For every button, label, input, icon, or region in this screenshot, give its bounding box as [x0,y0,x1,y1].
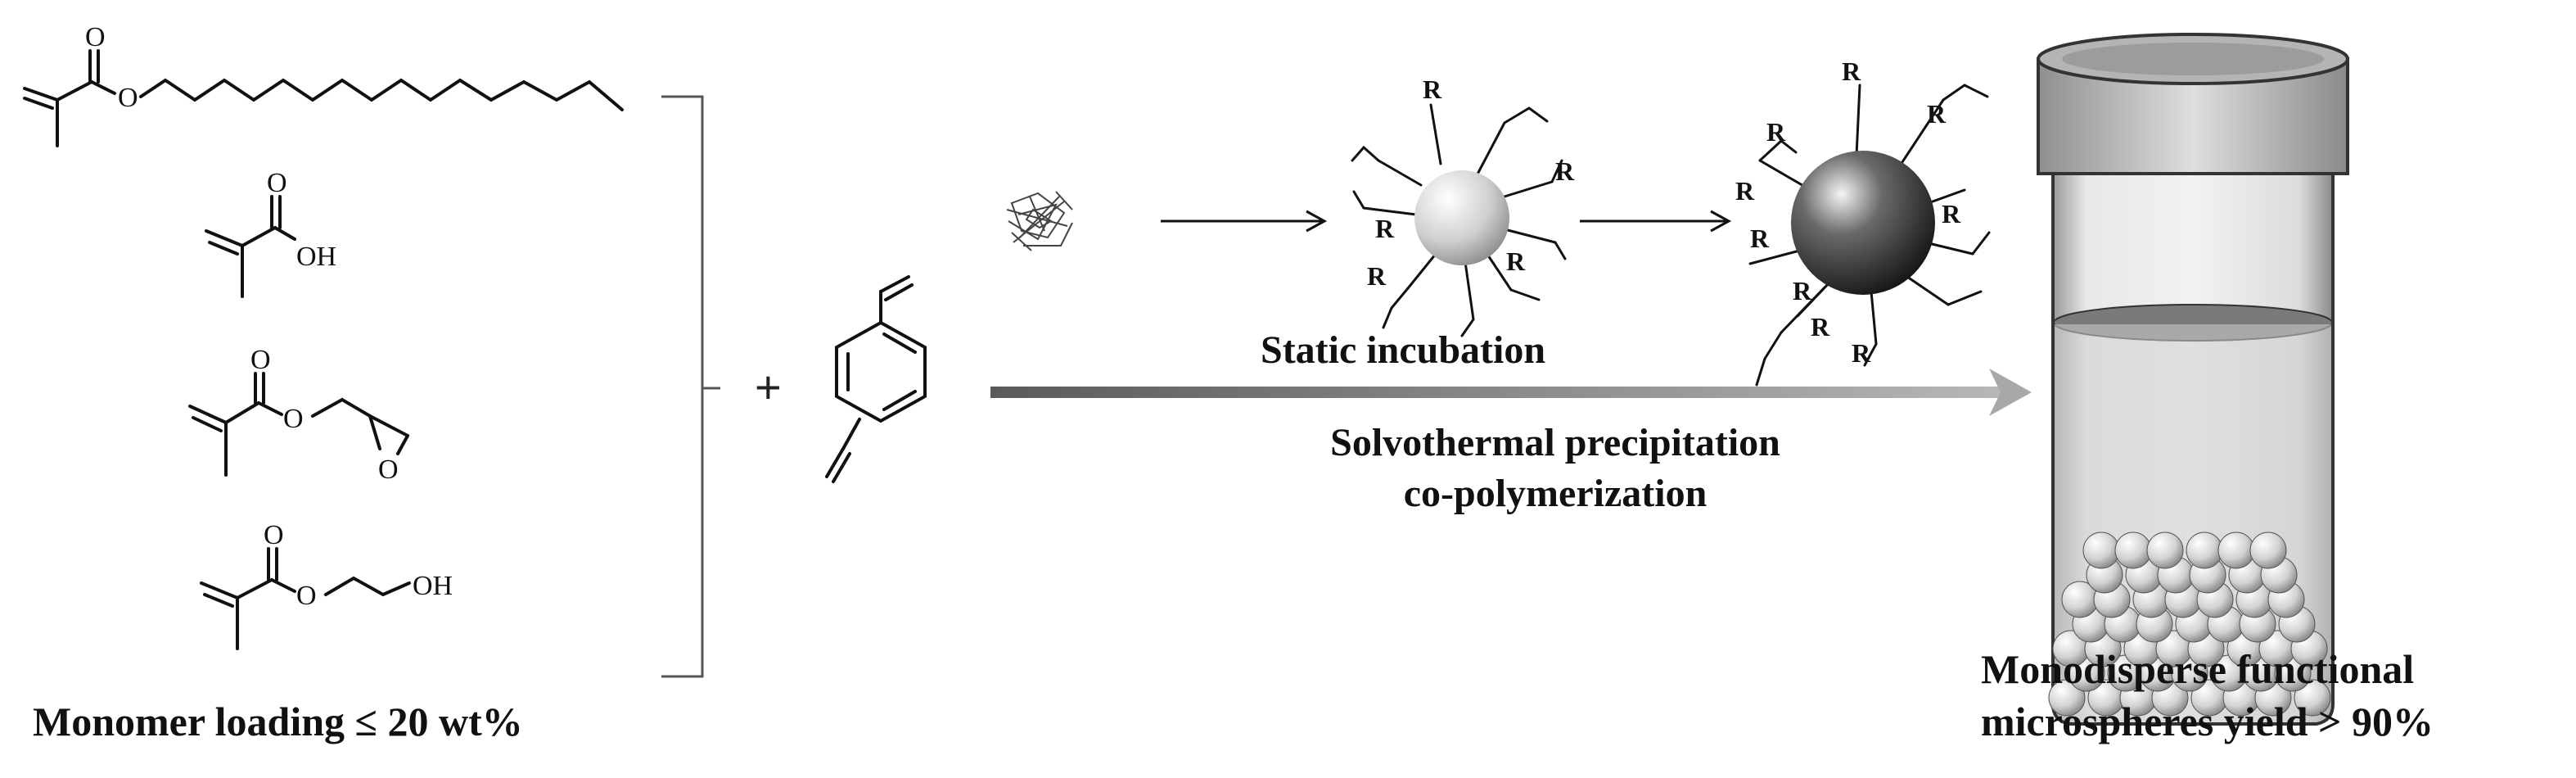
grown-microsphere: R R R R R R R R R [1735,57,1991,387]
process-label: Solvothermal precipitation co-polymeriza… [1244,418,1866,519]
monomer-hydroxyethyl-methacrylate-labels: O O OH [264,520,453,611]
microsphere-bead [2294,679,2331,717]
result-caption-line-1: Monodisperse functional [1981,646,2415,692]
atom-label-o: O [283,404,304,434]
r-group-label: R [1735,176,1755,206]
monomer-hydroxyethyl-methacrylate [200,547,411,650]
atom-label-o: O [264,520,284,550]
monomer-glycidyl-methacrylate-labels: O O O [250,345,399,485]
atom-label-o: O [250,345,271,375]
nucleus-particle: R R R R R [1351,75,1575,337]
r-group-label: R [1506,247,1526,276]
incubation-arrow-1 [1161,210,1328,233]
r-group-label: R [1766,117,1786,147]
process-arrow [990,369,2032,416]
r-group-label: R [1793,276,1812,305]
r-group-label: R [1942,199,1961,228]
r-group-label: R [1375,214,1395,243]
r-group-label: R [1811,312,1830,342]
r-group-label: R [1555,156,1575,186]
microsphere-bead [2114,531,2152,569]
r-group-label: R [1852,338,1871,368]
static-incubation-label: Static incubation [1261,328,1546,372]
microsphere-bead [2186,531,2223,569]
monomer-bracket [661,95,720,678]
monomer-methacrylic-acid-labels: O OH [267,168,336,272]
monomer-glycidyl-methacrylate [188,372,409,477]
atom-label-o: O [118,83,138,113]
monomer-dodecyl-methacrylate-labels: O O [85,22,138,113]
microsphere-bead [2146,531,2184,569]
microsphere-bead [2249,531,2287,569]
result-caption-line-2: microspheres yield > 90% [1981,699,2434,744]
r-group-label: R [1750,224,1770,253]
atom-label-oh: OH [413,571,453,601]
monomer-methacrylic-acid [205,195,296,298]
process-label-line-2: co-polymerization [1403,472,1708,515]
microsphere-pile [2048,531,2331,717]
r-group-label: R [1367,261,1387,291]
r-group-label: R [1842,57,1861,86]
atom-label-o: O [378,455,399,485]
monomer-dodecyl-methacrylate [23,49,624,147]
atom-label-o: O [296,581,317,611]
incubation-arrow-2 [1580,210,1732,233]
process-label-line-1: Solvothermal precipitation [1330,421,1780,464]
microsphere-bead [2082,531,2120,569]
crosslinked-network [1006,191,1073,251]
microsphere-bead [2048,679,2086,717]
r-group-label: R [1423,75,1442,104]
monomer-loading-caption: Monomer loading ≤ 20 wt% [33,699,523,744]
atom-label-oh: OH [296,242,336,272]
atom-label-o: O [85,22,106,52]
plus-sign: + [755,361,782,413]
microsphere-bead [2217,531,2255,569]
result-caption: Monodisperse functional microspheres yie… [1981,643,2570,748]
crosslinker-divinylbenzene [825,275,927,483]
r-group-label: R [1927,99,1947,129]
atom-label-o: O [267,168,287,198]
